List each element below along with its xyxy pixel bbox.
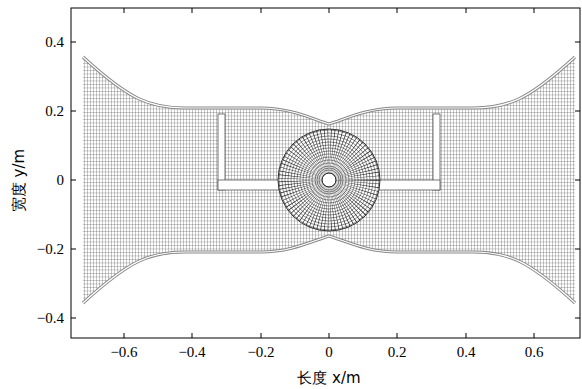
y-tick-label: 0 bbox=[57, 173, 65, 188]
y-tick-label: 0.2 bbox=[45, 104, 64, 119]
y-axis-title: 宽度 y/m bbox=[13, 148, 28, 211]
domain-mesh bbox=[83, 57, 575, 303]
rotor-edge bbox=[278, 129, 380, 231]
x-tick-label: −0.6 bbox=[110, 345, 137, 360]
x-tick-label: 0.4 bbox=[457, 345, 476, 360]
x-tick-label: 0.6 bbox=[525, 345, 544, 360]
tick-marks bbox=[71, 8, 580, 338]
x-tick-label: 0 bbox=[325, 345, 333, 360]
y-tick-label: 0.4 bbox=[45, 35, 64, 50]
y-tick-label: −0.4 bbox=[37, 311, 64, 326]
rotor-mesh bbox=[278, 129, 380, 231]
x-tick-label: −0.2 bbox=[247, 345, 274, 360]
wall-boundary bbox=[83, 57, 575, 303]
x-tick-label: −0.4 bbox=[178, 345, 205, 360]
shaft-hole bbox=[322, 173, 336, 187]
y-tick-label: −0.2 bbox=[37, 242, 64, 257]
wall-boundary-inner bbox=[83, 57, 575, 303]
x-axis-title: 长度 x/m bbox=[297, 371, 360, 386]
axes-frame bbox=[71, 8, 580, 338]
x-tick-label: 0.2 bbox=[388, 345, 407, 360]
